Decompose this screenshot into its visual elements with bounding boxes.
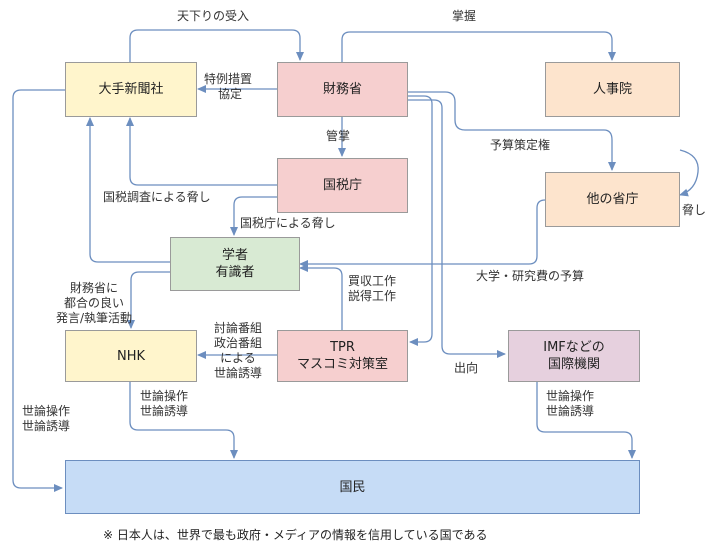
label-kokuzeicho-odoshi: 国税庁による脅し	[240, 216, 336, 230]
edge-daigaku	[299, 199, 546, 268]
edge-nhk-kokumin	[129, 382, 238, 459]
node-zaimusho: 財務省	[277, 62, 408, 117]
label-yoron-nhk-line2: 世論誘導	[140, 404, 189, 418]
label-yosan-sakutei: 予算策定権	[490, 138, 551, 152]
label-daigaku-yosan: 大学・研究費の予算	[476, 269, 585, 283]
edge-daite-kokumin	[12, 89, 65, 492]
label-odoshi: 脅し	[682, 203, 707, 217]
label-tokurei: 特例措置 協定	[204, 72, 252, 102]
node-tpr: TPR マスコミ対策室	[277, 330, 408, 382]
label-toron: 討論番組 政治番組 による 世論誘導	[203, 321, 273, 381]
node-tpr-line2: マスコミ対策室	[296, 357, 388, 372]
edge-shoaku	[341, 31, 616, 62]
node-daite-label: 大手新聞社	[98, 82, 164, 97]
node-imf-line1: IMFなどの	[543, 340, 605, 355]
node-daite: 大手新聞社	[65, 62, 197, 117]
edge-baishu	[299, 264, 343, 330]
edge-yosan	[408, 91, 616, 171]
label-yoron-left-line1: 世論操作	[22, 404, 71, 418]
node-gakusha: 学者 有識者	[170, 237, 300, 291]
edge-amakudari	[129, 29, 304, 62]
label-zaimu-tsugo-line1: 財務省に	[69, 281, 118, 295]
label-yoron-imf-line2: 世論誘導	[546, 404, 595, 418]
node-imf: IMFなどの 国際機関	[508, 330, 640, 382]
node-hoka-shocho-label: 他の省庁	[586, 192, 639, 207]
label-toron-line3: による	[220, 351, 256, 365]
label-shoaku: 掌握	[452, 9, 477, 23]
node-jinjiin-label: 人事院	[592, 82, 632, 97]
edge-shukko	[408, 99, 506, 358]
edge-gakusha-nhk	[127, 271, 170, 329]
node-jinjiin: 人事院	[545, 62, 680, 117]
label-baishu: 買収工作 説得工作	[348, 274, 396, 304]
edge-kokuzei-chosa	[126, 117, 277, 186]
label-yoron-imf-line1: 世論操作	[546, 389, 595, 403]
label-tokurei-line1: 特例措置	[204, 72, 253, 86]
node-hoka-shocho: 他の省庁	[545, 172, 680, 227]
node-gakusha-line1: 学者	[221, 248, 248, 263]
label-toron-line1: 討論番組	[213, 321, 262, 335]
node-gakusha-line2: 有識者	[215, 265, 255, 280]
label-toron-line2: 政治番組	[213, 336, 262, 350]
node-kokuzeicho-label: 国税庁	[322, 178, 362, 193]
label-shukko: 出向	[454, 361, 479, 375]
label-amakudari: 天下りの受入	[177, 9, 250, 23]
node-kokumin-label: 国民	[339, 479, 366, 495]
node-kokumin: 国民	[65, 460, 640, 514]
node-nhk-label: NHK	[116, 348, 146, 364]
label-zaimu-tsugo: 財務省に 都合の良い 発言/執筆活動	[44, 281, 144, 326]
label-yoron-left-line2: 世論誘導	[22, 419, 71, 433]
node-imf-line2: 国際機関	[547, 357, 600, 372]
node-kokuzeicho: 国税庁	[277, 158, 408, 213]
label-toron-line4: 世論誘導	[213, 366, 262, 380]
label-baishu-line1: 買収工作	[348, 274, 397, 288]
node-tpr-line1: TPR	[330, 340, 355, 355]
edge-gakusha-daite	[86, 117, 170, 263]
edge-kokuzeicho-odoshi	[230, 196, 277, 236]
label-zaimu-tsugo-line3: 発言/執筆活動	[55, 311, 133, 325]
edge-odoshi	[679, 149, 699, 197]
label-kansho: 管掌	[326, 129, 351, 143]
label-yoron-left: 世論操作 世論誘導	[22, 404, 70, 434]
label-yoron-imf: 世論操作 世論誘導	[546, 389, 594, 419]
node-zaimusho-label: 財務省	[322, 82, 362, 97]
label-baishu-line2: 説得工作	[348, 289, 397, 303]
edge-imf-kokumin	[536, 382, 636, 459]
label-yoron-nhk: 世論操作 世論誘導	[140, 389, 188, 419]
label-tokurei-line2: 協定	[218, 87, 243, 101]
label-kokuzei-chosa: 国税調査による脅し	[103, 190, 211, 204]
node-nhk: NHK	[65, 330, 197, 382]
edge-zaimu-tpr	[408, 95, 433, 346]
footnote: ※ 日本人は、世界で最も政府・メディアの情報を信用している国である	[103, 528, 488, 542]
label-zaimu-tsugo-line2: 都合の良い	[63, 296, 124, 310]
label-yoron-nhk-line1: 世論操作	[140, 389, 189, 403]
